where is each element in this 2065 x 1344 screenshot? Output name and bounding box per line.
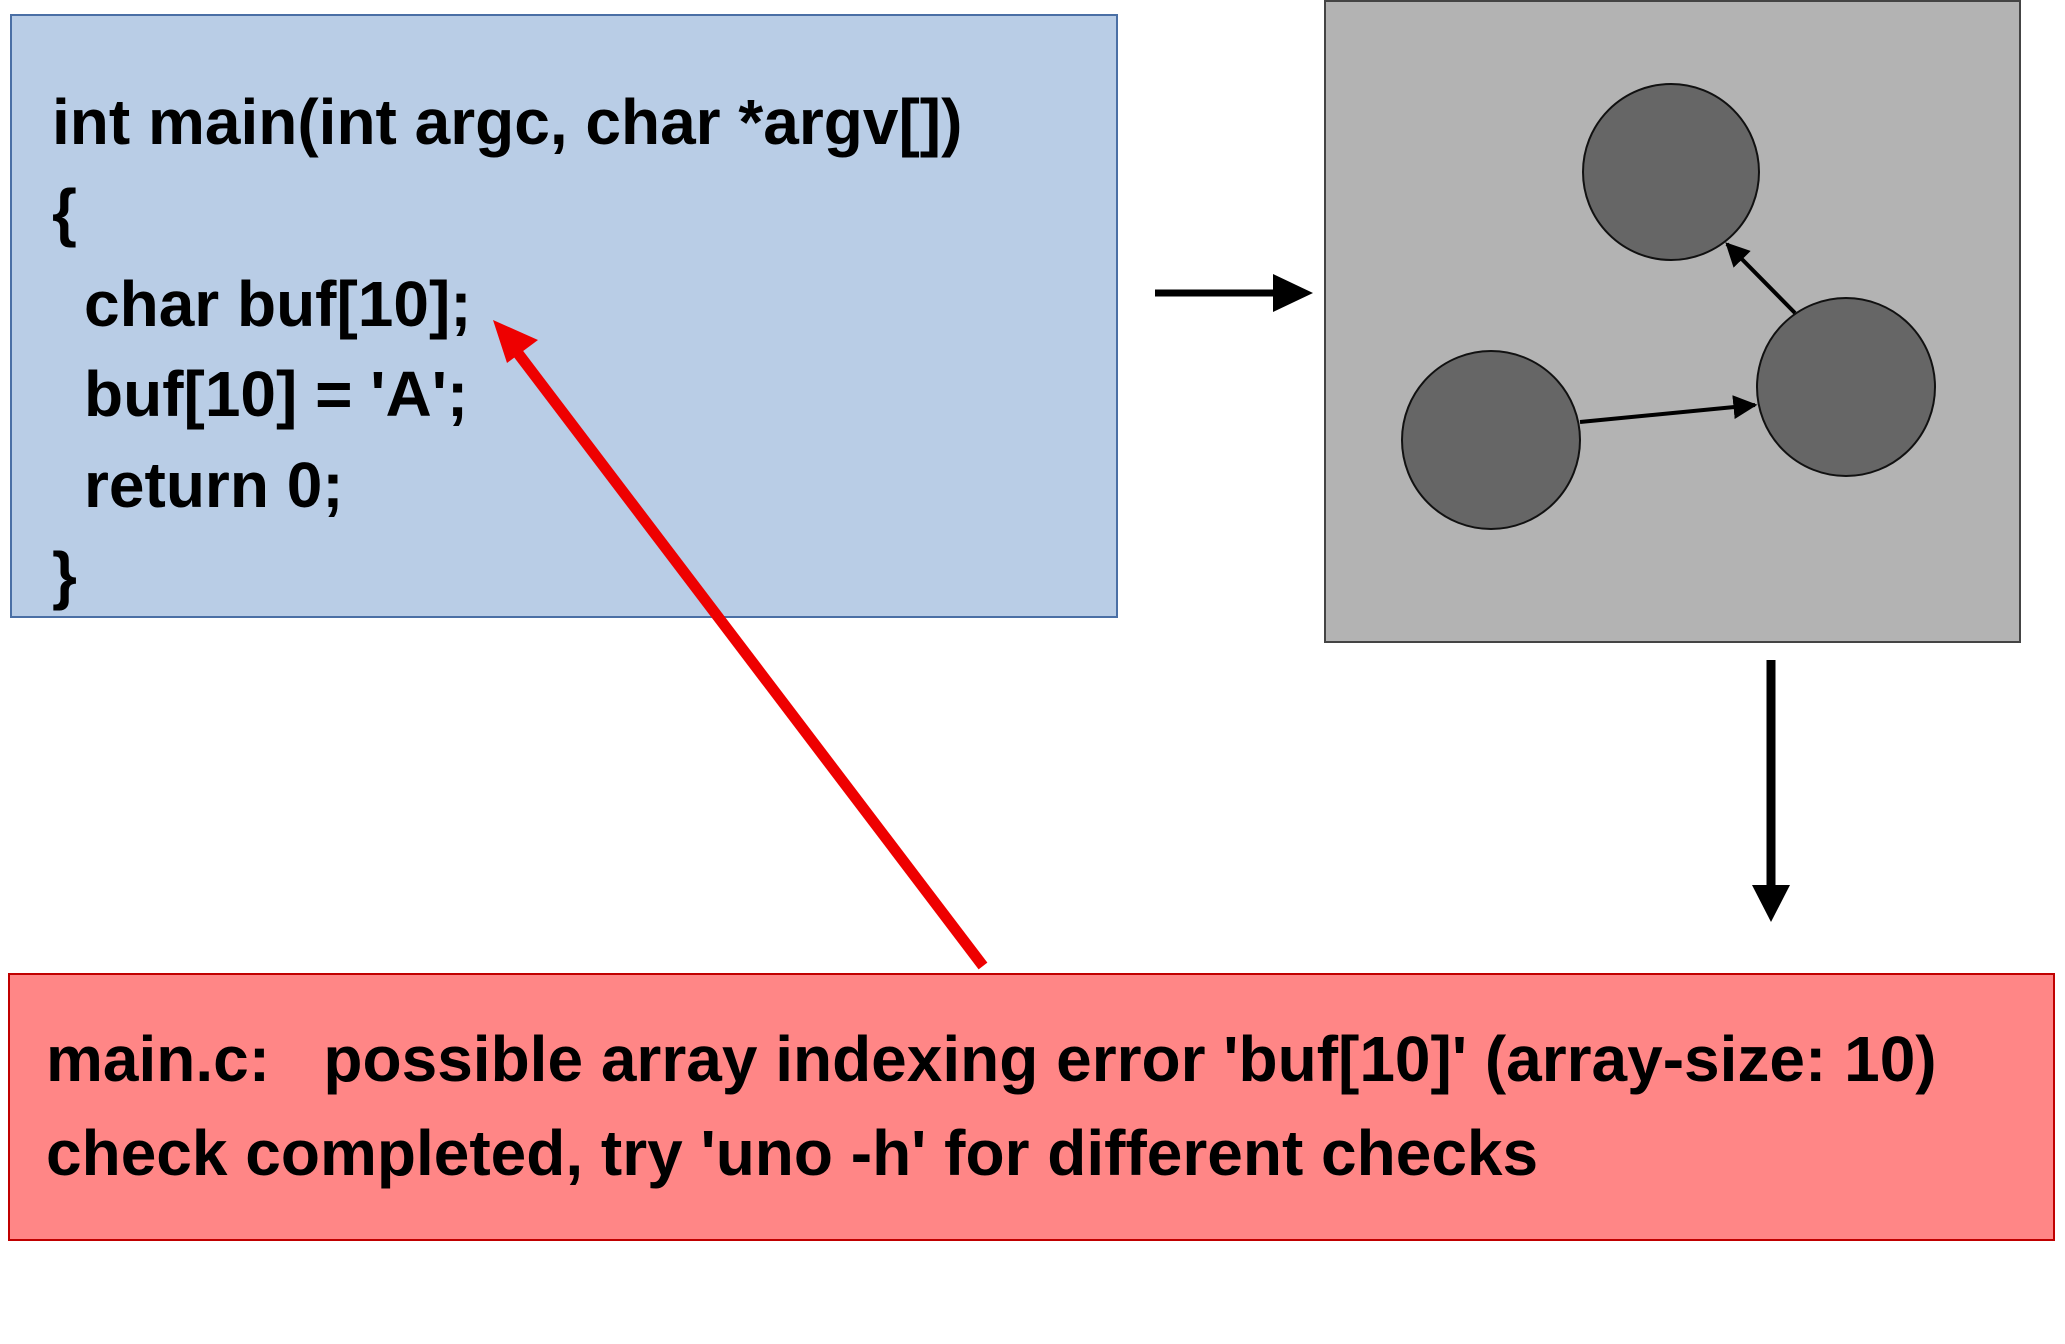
code-line-close-brace: } (52, 539, 77, 611)
message-line-error: main.c: possible array indexing error 'b… (46, 1023, 1937, 1095)
flow-arrow-down (1752, 660, 1790, 922)
source-code-box: int main(int argc, char *argv[]) { char … (10, 14, 1118, 618)
flow-arrow-right (1155, 274, 1313, 312)
code-line-assignment: buf[10] = 'A'; (84, 358, 469, 430)
graph-box (1324, 0, 2021, 643)
message-line-status: check completed, try 'uno -h' for differ… (46, 1117, 1539, 1189)
code-line-signature: int main(int argc, char *argv[]) (52, 86, 963, 158)
error-message-box: main.c: possible array indexing error 'b… (8, 973, 2055, 1241)
code-line-open-brace: { (52, 176, 77, 248)
code-line-declaration: char buf[10]; (84, 268, 472, 340)
code-line-return: return 0; (84, 449, 344, 521)
